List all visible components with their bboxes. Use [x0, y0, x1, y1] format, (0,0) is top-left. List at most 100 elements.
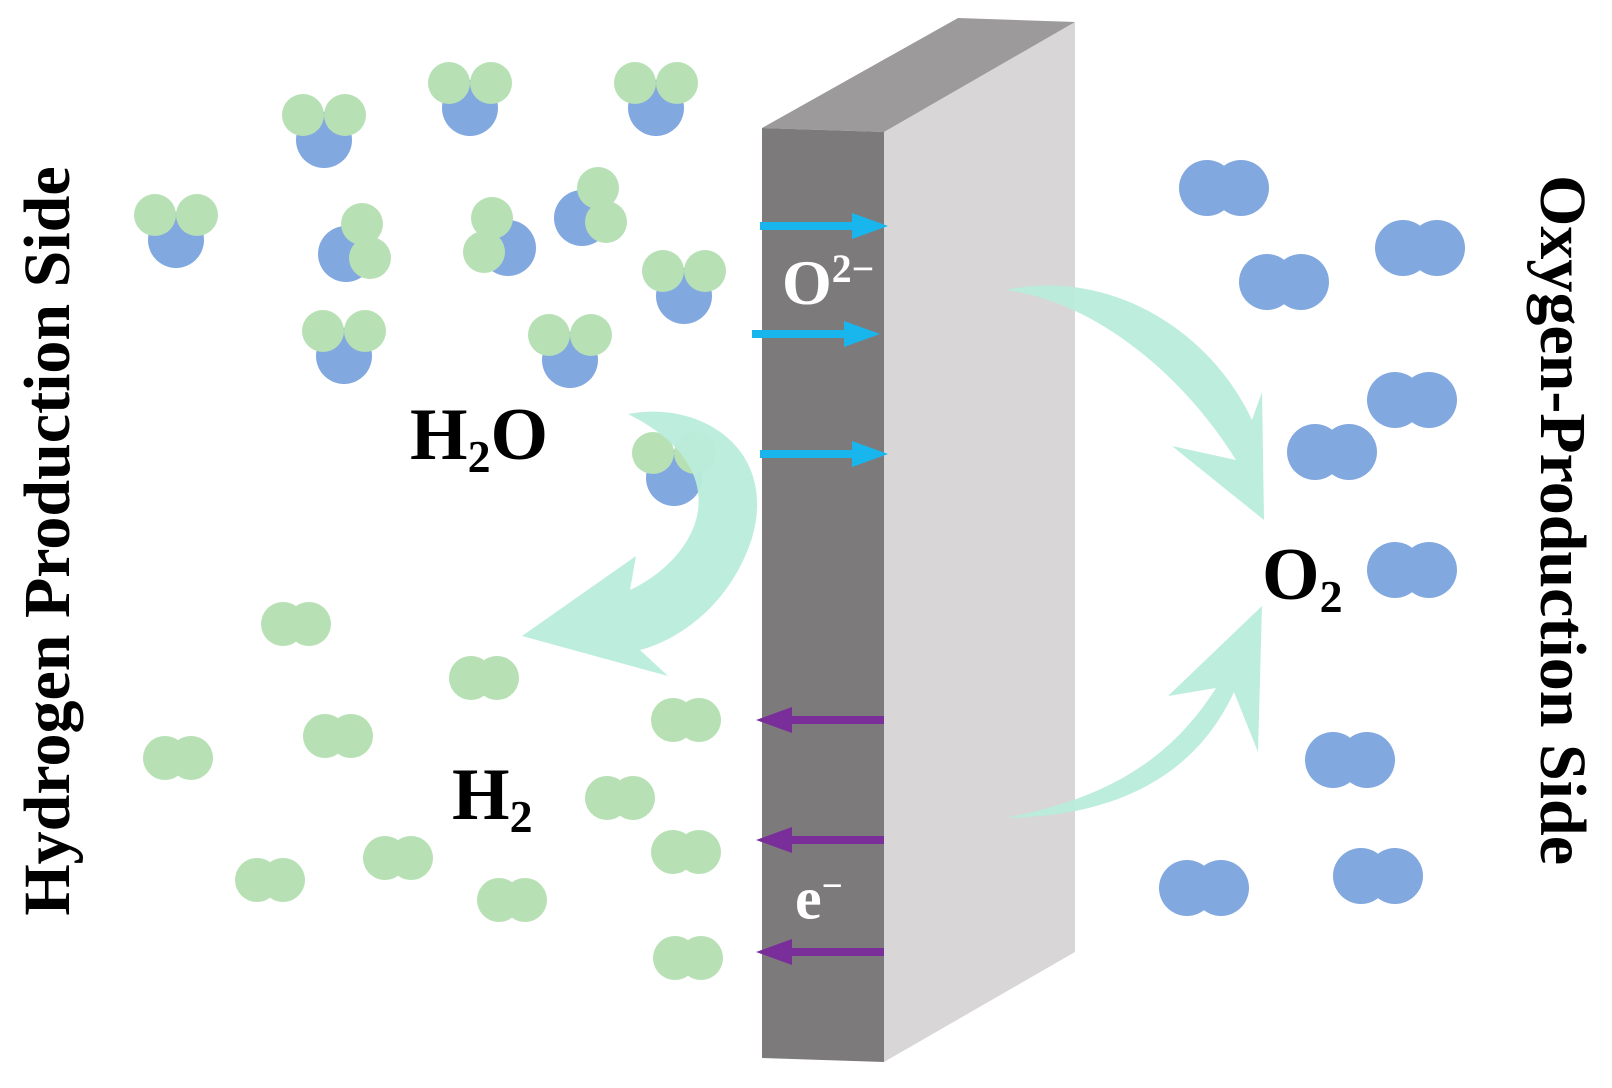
membrane-side-face [884, 22, 1075, 1062]
hydrogen-atom [389, 836, 433, 880]
oxide-ion-label: O2− [782, 246, 874, 318]
hydrogen-atom [169, 736, 213, 780]
lower-oxygen-flow-arrow [1005, 606, 1262, 818]
molecules-layer [134, 62, 1465, 980]
hydrogen-atom [642, 250, 684, 292]
oxygen-molecule [1367, 542, 1457, 598]
water-molecule [428, 62, 512, 136]
electron-arrows-layer [756, 707, 884, 965]
oxygen-atom [1367, 848, 1423, 904]
hydrogen-molecule [235, 858, 305, 902]
hydrogen-atom [684, 250, 726, 292]
oxide-ion-arrow [752, 321, 880, 347]
hydrogen-atom [329, 714, 373, 758]
hydrogen-atom [349, 237, 391, 279]
oxygen-production-side-label: Oxygen-Production Side [1526, 174, 1599, 866]
hydrogen-atom [585, 201, 627, 243]
water-formula-label: H2O [410, 398, 548, 480]
oxygen-formula-base: O [1262, 534, 1320, 616]
membrane [762, 18, 1075, 1062]
hydrogen-formula-base: H [452, 754, 510, 836]
hydrogen-molecule [363, 836, 433, 880]
oxygen-atom [1409, 220, 1465, 276]
hydrogen-molecule [651, 698, 721, 742]
oxygen-atom [1401, 372, 1457, 428]
oxygen-molecule [1159, 860, 1249, 916]
hydrogen-atom [287, 602, 331, 646]
hydrogen-atom [577, 167, 619, 209]
hydrogen-atom [344, 310, 386, 352]
hydrogen-molecule [585, 776, 655, 820]
oxygen-atom [1193, 860, 1249, 916]
hydrogen-molecule [449, 656, 519, 700]
hydrogen-atom [632, 432, 674, 474]
oxygen-molecule [1367, 372, 1457, 428]
electron-arrow [756, 939, 884, 965]
oxide-ion-arrow [760, 441, 888, 467]
hydrogen-molecule [477, 878, 547, 922]
hydrogen-atom [679, 936, 723, 980]
electron-arrow [756, 707, 884, 733]
water-molecule [614, 62, 698, 136]
hydrogen-atom [528, 314, 570, 356]
upper-oxygen-flow-arrow [1005, 285, 1264, 520]
oxygen-atom [1273, 254, 1329, 310]
hydrogen-atom [428, 62, 470, 104]
hydrogen-molecule [143, 736, 213, 780]
hydrogen-formula-label: H2 [452, 758, 533, 840]
oxygen-molecule [1239, 254, 1329, 310]
hydrogen-atom [470, 62, 512, 104]
hydrogen-atom [282, 94, 324, 136]
hydrogen-atom [677, 698, 721, 742]
oxygen-formula-label: O2 [1262, 538, 1343, 620]
water-molecule [318, 203, 391, 282]
water-to-hydrogen-flow-arrow [522, 411, 758, 676]
hydrogen-atom [341, 203, 383, 245]
water-molecule [463, 197, 536, 276]
water-molecule [528, 314, 612, 388]
oxygen-atom [1213, 160, 1269, 216]
hydrogen-atom [677, 830, 721, 874]
electron-label: e− [795, 865, 843, 932]
hydrogen-atom [475, 656, 519, 700]
water-formula-subscript: 2 [467, 430, 491, 482]
flow-arrows-layer [522, 285, 1264, 818]
ion-arrows-layer [752, 213, 888, 467]
water-molecule [134, 194, 218, 268]
water-molecule [554, 167, 627, 246]
hydrogen-atom [176, 194, 218, 236]
electron-arrow [756, 827, 884, 853]
membrane-front-face [762, 128, 884, 1062]
hydrogen-atom [302, 310, 344, 352]
oxygen-molecule [1287, 424, 1377, 480]
hydrogen-atom [324, 94, 366, 136]
oxygen-molecule [1179, 160, 1269, 216]
oxygen-molecule [1305, 732, 1395, 788]
hydrogen-production-side-label: Hydrogen Production Side [11, 166, 84, 916]
hydrogen-atom [611, 776, 655, 820]
oxide-ion-base: O [782, 246, 832, 318]
hydrogen-atom [570, 314, 612, 356]
hydrogen-atom [463, 231, 505, 273]
hydrogen-atom [471, 197, 513, 239]
electron-base: e [795, 865, 822, 932]
hydrogen-molecule [653, 936, 723, 980]
water-molecule [642, 250, 726, 324]
hydrogen-atom [261, 858, 305, 902]
hydrogen-atom [134, 194, 176, 236]
water-formula-tail: O [490, 394, 549, 476]
hydrogen-atom [656, 62, 698, 104]
water-molecule [282, 94, 366, 168]
oxygen-formula-subscript: 2 [1319, 570, 1343, 622]
oxygen-atom [1321, 424, 1377, 480]
oxygen-molecule [1375, 220, 1465, 276]
oxide-ion-arrow [760, 213, 888, 239]
electron-charge: − [821, 866, 843, 907]
oxygen-molecule [1333, 848, 1423, 904]
oxygen-atom [1339, 732, 1395, 788]
hydrogen-formula-subscript: 2 [509, 790, 533, 842]
hydrogen-molecule [651, 830, 721, 874]
hydrogen-molecule [303, 714, 373, 758]
